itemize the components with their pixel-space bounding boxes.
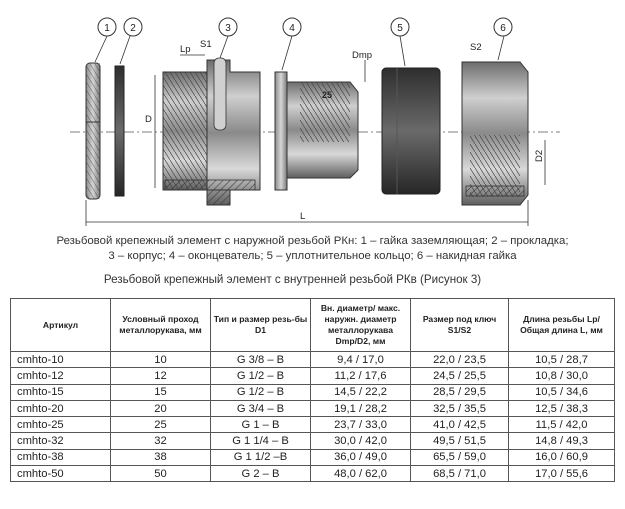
cell-nominal-bore: 20 bbox=[110, 399, 211, 418]
cell-lengths: 16,0 / 60,9 bbox=[508, 448, 615, 467]
cell-article: cmhto-10 bbox=[10, 350, 111, 369]
cell-article: cmhto-25 bbox=[10, 416, 111, 434]
cell-wrench-size: 49,5 / 51,5 bbox=[410, 432, 509, 450]
table-row: cmhto-38 38 G 1 1/2 –B 36,0 / 49,0 65,5 … bbox=[10, 448, 615, 467]
table-title: Резьбовой крепежный элемент с внутренней… bbox=[103, 273, 482, 286]
callout-2: 2 bbox=[130, 23, 136, 34]
table-row: cmhto-20 20 G 3/4 – B 19,1 / 28,2 32,5 /… bbox=[10, 399, 615, 418]
table-row: cmhto-50 50 G 2 – B 48,0 / 62,0 68,5 / 7… bbox=[10, 465, 615, 483]
cell-nominal-bore: 10 bbox=[110, 350, 211, 369]
size-stamp: 25 bbox=[322, 90, 332, 100]
table-row: cmhto-10 10 G 3/8 – B 9,4 / 17,0 22,0 / … bbox=[10, 350, 615, 369]
cell-nominal-bore: 12 bbox=[110, 367, 211, 385]
specs-table: Артикул Условный проход металлорукава, м… bbox=[10, 298, 615, 483]
cell-thread: G 1 1/4 – B bbox=[210, 432, 311, 450]
col-header-nominal-bore: Условный проход металлорукава, мм bbox=[110, 298, 211, 352]
dim-d-label: D bbox=[145, 114, 152, 125]
cell-article: cmhto-15 bbox=[10, 383, 111, 401]
table-row: cmhto-25 25 G 1 – B 23,7 / 33,0 41,0 / 4… bbox=[10, 416, 615, 434]
dim-l-label: L bbox=[300, 211, 305, 222]
table-row: cmhto-32 32 G 1 1/4 – B 30,0 / 42,0 49,5… bbox=[10, 432, 615, 450]
cell-nominal-bore: 32 bbox=[110, 432, 211, 450]
cell-thread: G 3/4 – B bbox=[210, 399, 311, 418]
callout-3: 3 bbox=[225, 23, 231, 34]
callout-6: 6 bbox=[500, 23, 506, 34]
cell-wrench-size: 22,0 / 23,5 bbox=[410, 350, 509, 369]
col-header-wrench-size: Размер под ключ S1/S2 bbox=[410, 298, 509, 352]
dim-dmp-label: Dmp bbox=[352, 50, 372, 61]
callout-5: 5 bbox=[397, 23, 403, 34]
cell-diameters: 48,0 / 62,0 bbox=[310, 465, 411, 483]
cell-lengths: 10,5 / 28,7 bbox=[508, 350, 615, 369]
cell-diameters: 30,0 / 42,0 bbox=[310, 432, 411, 450]
col-header-thread: Тип и размер резь-бы D1 bbox=[210, 298, 311, 352]
cell-wrench-size: 68,5 / 71,0 bbox=[410, 465, 509, 483]
col-header-lengths: Длина резьбы Lp/ Общая длина L, мм bbox=[508, 298, 615, 352]
col-header-diameters: Вн. диаметр/ макс. наружн. диаметр метал… bbox=[310, 298, 411, 352]
cell-article: cmhto-32 bbox=[10, 432, 111, 450]
part-5-seal-ring bbox=[381, 67, 441, 195]
part-6-union-nut bbox=[461, 61, 529, 206]
table-row: cmhto-15 15 G 1/2 – B 14,5 / 22,2 28,5 /… bbox=[10, 383, 615, 401]
cell-wrench-size: 32,5 / 35,5 bbox=[410, 399, 509, 418]
part-1-grounding-nut bbox=[85, 62, 101, 200]
cell-nominal-bore: 38 bbox=[110, 448, 211, 467]
cell-thread: G 3/8 – B bbox=[210, 350, 311, 369]
dim-d2-label: D2 bbox=[534, 150, 545, 162]
figure-caption: Резьбовой крепежный элемент с наружной р… bbox=[0, 234, 625, 263]
callout-2-marker bbox=[123, 17, 143, 37]
cell-diameters: 23,7 / 33,0 bbox=[310, 416, 411, 434]
cell-thread: G 1/2 – B bbox=[210, 367, 311, 385]
callout-6-marker bbox=[493, 17, 513, 37]
callout-4-marker bbox=[282, 17, 302, 37]
cell-nominal-bore: 25 bbox=[110, 416, 211, 434]
part-2-gasket bbox=[114, 65, 125, 197]
callout-1: 1 bbox=[104, 23, 110, 34]
cell-diameters: 9,4 / 17,0 bbox=[310, 350, 411, 369]
callout-3-marker bbox=[218, 17, 238, 37]
dim-s2-label: S2 bbox=[470, 42, 482, 53]
cell-article: cmhto-12 bbox=[10, 367, 111, 385]
cell-thread: G 1 – B bbox=[210, 416, 311, 434]
cell-thread: G 1/2 – B bbox=[210, 383, 311, 401]
cell-wrench-size: 65,5 / 59,0 bbox=[410, 448, 509, 467]
cell-wrench-size: 41,0 / 42,5 bbox=[410, 416, 509, 434]
cell-wrench-size: 28,5 / 29,5 bbox=[410, 383, 509, 401]
callout-1-marker bbox=[97, 17, 117, 37]
cell-lengths: 10,8 / 30,0 bbox=[508, 367, 615, 385]
cell-diameters: 11,2 / 17,6 bbox=[310, 367, 411, 385]
cell-article: cmhto-38 bbox=[10, 448, 111, 467]
cell-lengths: 17,0 / 55,6 bbox=[508, 465, 615, 483]
cell-lengths: 12,5 / 38,3 bbox=[508, 399, 615, 418]
table-row: cmhto-12 12 G 1/2 – B 11,2 / 17,6 24,5 /… bbox=[10, 367, 615, 385]
cell-nominal-bore: 50 bbox=[110, 465, 211, 483]
col-header-article: Артикул bbox=[10, 298, 111, 352]
cell-diameters: 14,5 / 22,2 bbox=[310, 383, 411, 401]
cell-thread: G 2 – B bbox=[210, 465, 311, 483]
cell-article: cmhto-20 bbox=[10, 399, 111, 418]
cell-lengths: 11,5 / 42,0 bbox=[508, 416, 615, 434]
cell-wrench-size: 24,5 / 25,5 bbox=[410, 367, 509, 385]
cell-diameters: 19,1 / 28,2 bbox=[310, 399, 411, 418]
cell-lengths: 10,5 / 34,6 bbox=[508, 383, 615, 401]
dim-lp-label: Lp bbox=[180, 44, 191, 55]
cell-nominal-bore: 15 bbox=[110, 383, 211, 401]
cell-thread: G 1 1/2 –B bbox=[210, 448, 311, 467]
figure-caption-line2: 3 – корпус; 4 – оконцеватель; 5 – уплотн… bbox=[108, 249, 517, 262]
cell-diameters: 36,0 / 49,0 bbox=[310, 448, 411, 467]
cell-lengths: 14,8 / 49,3 bbox=[508, 432, 615, 450]
part-4-terminator: 25 bbox=[274, 71, 359, 191]
cell-article: cmhto-50 bbox=[10, 465, 111, 483]
table-header-row: Артикул Условный проход металлорукава, м… bbox=[10, 298, 615, 352]
dim-s1-label: S1 bbox=[200, 39, 212, 50]
part-3-body bbox=[162, 57, 261, 206]
assembly-drawing: 25 1 2 3 4 5 bbox=[70, 17, 560, 226]
callout-5-marker bbox=[390, 17, 410, 37]
figure-caption-line1: Резьбовой крепежный элемент с наружной р… bbox=[56, 235, 569, 247]
callout-4: 4 bbox=[289, 23, 295, 34]
